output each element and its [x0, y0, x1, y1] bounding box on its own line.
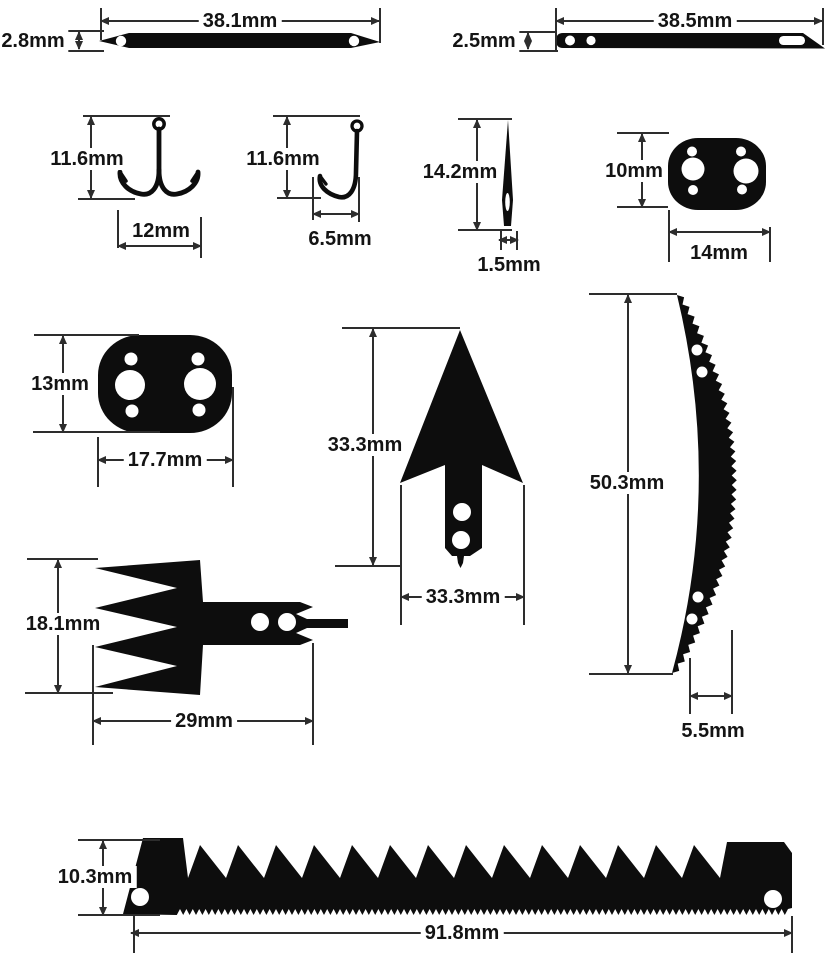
- ext-line: [78, 914, 160, 916]
- dim-line-needle-width: [499, 239, 518, 241]
- dim-line-blade2-width: [527, 33, 529, 49]
- ext-line: [33, 431, 160, 433]
- dim-line-small-plate-width: [669, 231, 770, 233]
- arrowhead-shape: [400, 330, 523, 568]
- dim-label-double-hook-height: 11.6mm: [46, 148, 128, 170]
- dim-label-double-hook-width: 12mm: [128, 220, 194, 242]
- ext-line: [335, 565, 401, 567]
- ext-line: [668, 210, 670, 262]
- dim-label-small-plate-width: 14mm: [686, 242, 752, 264]
- ext-line: [517, 50, 558, 52]
- ext-line: [200, 217, 202, 258]
- needle-shape: [502, 120, 513, 226]
- small-plate-shape: [668, 138, 766, 210]
- ext-line: [78, 198, 135, 200]
- ext-line: [769, 227, 771, 262]
- fish-spear-shape: [95, 560, 348, 695]
- ext-line: [27, 558, 98, 560]
- dim-label-curved-saw-width: 5.5mm: [677, 720, 749, 742]
- dim-line-curved-saw-width: [690, 695, 732, 697]
- ext-line: [117, 210, 119, 248]
- dim-label-blade2-width: 2.5mm: [448, 30, 520, 52]
- ext-line: [25, 692, 113, 694]
- ext-line: [523, 485, 525, 625]
- dim-label-single-hook-width: 6.5mm: [304, 228, 376, 250]
- long-saw-shape: [123, 838, 792, 915]
- dim-label-long-saw-length: 91.8mm: [420, 922, 504, 944]
- ext-line: [66, 50, 104, 52]
- ext-line: [400, 485, 402, 625]
- dim-label-needle-height: 14.2mm: [418, 161, 502, 183]
- single-hook-shape: [317, 119, 364, 200]
- dim-label-large-plate-width: 17.7mm: [123, 449, 207, 471]
- ext-line: [731, 630, 733, 714]
- dim-line-blade1-width: [78, 32, 80, 49]
- ext-line: [273, 115, 360, 117]
- ext-line: [822, 8, 824, 45]
- dim-label-blade2-length: 38.5mm: [653, 10, 737, 32]
- dim-label-arrowhead-width: 33.3mm: [421, 586, 505, 608]
- dim-label-spear-height: 18.1mm: [21, 613, 105, 635]
- dim-label-long-saw-height: 10.3mm: [53, 866, 137, 888]
- double-hook-shape: [117, 117, 201, 197]
- ext-line: [589, 293, 677, 295]
- ext-line: [379, 8, 381, 43]
- dim-label-needle-width: 1.5mm: [473, 254, 545, 276]
- ext-line: [312, 643, 314, 745]
- ext-line: [518, 31, 557, 33]
- ext-line: [458, 118, 512, 120]
- large-plate-shape: [98, 335, 232, 433]
- dim-label-blade1-width: 2.8mm: [0, 30, 69, 52]
- ext-line: [34, 334, 139, 336]
- dim-line-single-hook-width: [313, 213, 359, 215]
- dim-line-double-hook-width: [118, 245, 201, 247]
- dim-label-curved-saw-height: 50.3mm: [585, 472, 669, 494]
- ext-line: [78, 839, 160, 841]
- ext-line: [358, 177, 360, 222]
- ext-line: [555, 8, 557, 50]
- ext-line: [689, 658, 691, 714]
- flat-blade-2-shape: [556, 33, 825, 49]
- ext-line: [92, 645, 94, 745]
- dim-label-spear-width: 29mm: [171, 710, 237, 732]
- ext-line: [68, 30, 104, 32]
- dim-label-single-hook-height: 11.6mm: [242, 148, 324, 170]
- ext-line: [232, 387, 234, 487]
- ext-line: [83, 115, 170, 117]
- dim-label-blade1-length: 38.1mm: [198, 10, 282, 32]
- ext-line: [312, 177, 314, 220]
- flat-blade-1-shape: [99, 33, 380, 48]
- ext-line: [277, 197, 321, 199]
- dim-label-arrowhead-height: 33.3mm: [323, 434, 407, 456]
- dim-label-small-plate-height: 10mm: [601, 160, 667, 182]
- curved-saw-shape: [672, 295, 737, 673]
- ext-line: [458, 229, 512, 231]
- ext-line: [342, 327, 460, 329]
- dim-label-large-plate-height: 13mm: [27, 373, 93, 395]
